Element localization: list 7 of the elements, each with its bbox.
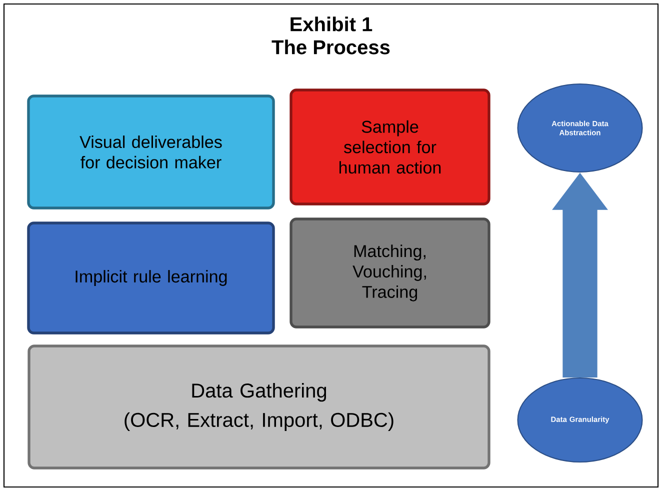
subtitle: The Process <box>272 40 390 54</box>
process-box: Visual deliverables for decision maker <box>27 94 275 210</box>
title: Exhibit 1 <box>290 16 372 32</box>
process-box: Data Gathering (OCR, Extract, Import, ODBC) <box>28 344 490 470</box>
process-box: Sample selection for human action <box>290 88 490 206</box>
process-box: Implicit rule learning <box>27 222 275 334</box>
process-box: Matching, Vouching, Tracing <box>290 218 490 328</box>
